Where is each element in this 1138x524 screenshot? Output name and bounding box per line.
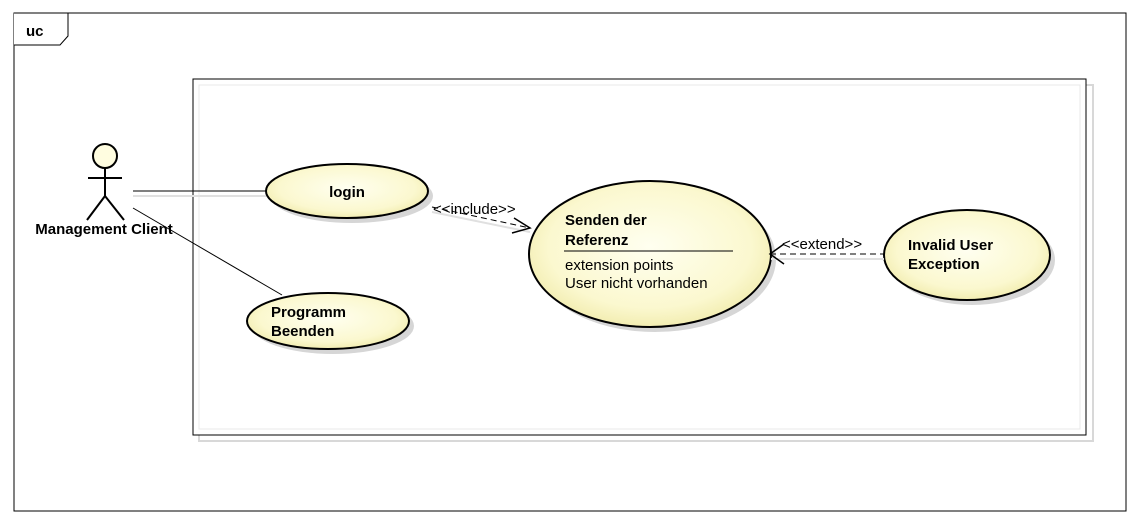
extension-point-item: User nicht vorhanden <box>565 275 708 292</box>
frame-tag: uc <box>26 23 44 40</box>
extend-arrowhead <box>768 243 785 265</box>
use-case-login-label: login <box>329 184 365 201</box>
use-case-invalid-line1: Invalid User <box>908 237 993 254</box>
extend-stereotype: <<extend>> <box>782 236 862 253</box>
include-stereotype: <<include>> <box>433 201 516 218</box>
actor-name: Management Client <box>35 221 173 238</box>
frame-tag-box <box>14 12 69 46</box>
system-boundary-inner <box>198 84 1081 430</box>
actor-icon[interactable] <box>86 143 125 221</box>
extension-points-header: extension points <box>565 257 673 274</box>
use-case-senden-der-referenz[interactable]: Senden der Referenz extension points Use… <box>528 180 776 332</box>
use-case-invalid-user-exception[interactable]: Invalid User Exception <box>883 209 1055 305</box>
frame-border <box>13 12 1127 512</box>
use-case-invalid-line2: Exception <box>908 256 980 273</box>
include-arrowhead <box>511 217 532 234</box>
use-case-programm-line1: Programm <box>271 304 346 321</box>
use-case-senden-line2: Referenz <box>565 232 628 249</box>
use-case-login[interactable]: login <box>265 163 433 223</box>
use-case-programm-beenden[interactable]: Programm Beenden <box>246 292 414 354</box>
include-relation: <<include>> <box>431 201 532 234</box>
association-programm <box>132 207 283 296</box>
use-case-senden-line1: Senden der <box>565 212 647 229</box>
use-case-programm-line2: Beenden <box>271 323 334 340</box>
extend-relation: <<extend>> <box>768 236 884 265</box>
